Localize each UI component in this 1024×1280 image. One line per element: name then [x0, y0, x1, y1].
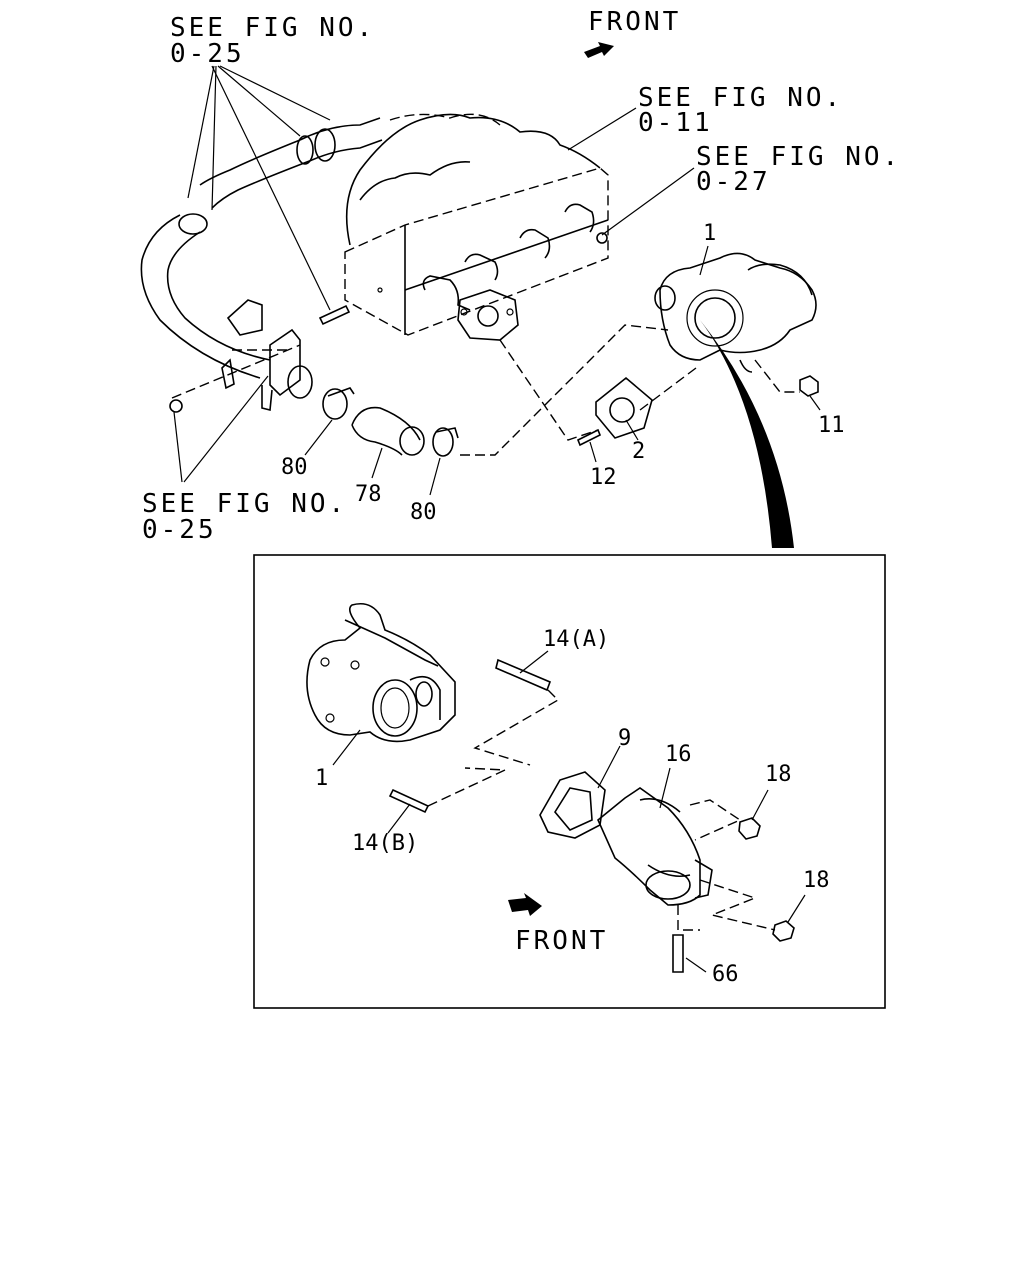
- ref-fig-0-25-bottom[interactable]: SEE FIG NO. 0-25: [142, 489, 347, 545]
- inset-centerline-lower-nut: [699, 879, 776, 931]
- front-arrow-icon: [584, 42, 614, 58]
- front-label-top: FRONT: [588, 7, 681, 37]
- detail-inset-frame: [253, 554, 886, 1009]
- gasket-9: [539, 771, 606, 839]
- gasket-2: [595, 376, 653, 439]
- exhaust-pipe-16: [597, 787, 713, 906]
- inset-centerline-upper: [473, 689, 560, 766]
- nut-18-upper: [738, 817, 761, 840]
- leader-80b: [429, 457, 441, 496]
- ref-fig-0-27[interactable]: SEE FIG NO. 0-27: [696, 142, 901, 197]
- nut-18-lower: [772, 920, 795, 942]
- leader-18-upper: [751, 789, 769, 821]
- part-number-80-left: 80: [281, 455, 308, 480]
- leader-11: [809, 395, 821, 411]
- front-arrow-inset-icon: [508, 893, 542, 916]
- connection-line-hose: [460, 324, 669, 456]
- stud-14b: [388, 788, 430, 814]
- leader-lines-0-25-top: [187, 65, 331, 311]
- part-number-16: 16: [665, 742, 692, 767]
- part-number-11: 11: [818, 413, 845, 438]
- leader-lines-0-25-bottom: [173, 375, 269, 483]
- part-number-14a: 14(A): [543, 627, 609, 652]
- leader-2: [625, 419, 639, 441]
- part-number-1-top: 1: [703, 221, 716, 246]
- leader-14b: [387, 803, 411, 834]
- part-number-18-upper: 18: [765, 762, 792, 787]
- svg-text:0-27: 0-27: [696, 167, 771, 197]
- svg-text:SEE FIG NO.: SEE FIG NO.: [170, 13, 375, 43]
- leader-9: [597, 745, 621, 789]
- part-number-78: 78: [355, 482, 382, 507]
- part-number-66: 66: [712, 962, 739, 987]
- stud-12: [576, 428, 602, 447]
- front-arrow-top: FRONT: [584, 7, 681, 58]
- svg-text:SEE FIG NO.: SEE FIG NO.: [696, 142, 901, 172]
- leader-1-inset: [332, 729, 361, 766]
- ref-fig-0-25-top[interactable]: SEE FIG NO. 0-25: [170, 13, 375, 69]
- leader-14a: [519, 650, 549, 674]
- stud-66: [672, 934, 684, 973]
- svg-text:0-25: 0-25: [170, 39, 245, 69]
- leader-1-top: [699, 245, 709, 276]
- leader-66: [685, 957, 707, 973]
- svg-text:0-11: 0-11: [638, 108, 713, 138]
- nut-11: [799, 375, 819, 397]
- hose-assembly: [322, 387, 459, 457]
- leader-78: [371, 447, 383, 479]
- intake-pipe: [140, 117, 383, 413]
- inset-centerline-66: [677, 905, 700, 931]
- part-number-14b: 14(B): [352, 831, 418, 856]
- svg-text:SEE FIG NO.: SEE FIG NO.: [142, 489, 347, 519]
- turbocharger-inset: [306, 602, 456, 743]
- leader-line-0-27: [601, 167, 695, 236]
- callout-pointer: [700, 320, 794, 548]
- leader-16: [659, 767, 671, 809]
- part-number-1-inset: 1: [315, 766, 328, 791]
- turbocharger-top: [654, 252, 817, 393]
- leader-80a: [304, 419, 333, 456]
- exhaust-manifold: [318, 113, 609, 341]
- inset-centerline-nut: [689, 799, 742, 841]
- leader-12: [589, 441, 597, 463]
- svg-text:SEE FIG NO.: SEE FIG NO.: [638, 83, 843, 113]
- stud-14a: [495, 658, 552, 692]
- connection-line-flange: [499, 339, 599, 441]
- front-label-inset: FRONT: [515, 926, 608, 956]
- part-number-18-lower: 18: [803, 868, 830, 893]
- part-number-9: 9: [618, 726, 631, 751]
- svg-text:0-25: 0-25: [142, 515, 217, 545]
- inset-centerline-lower: [427, 767, 506, 807]
- leader-line-0-11: [567, 107, 637, 151]
- ref-fig-0-11[interactable]: SEE FIG NO. 0-11: [638, 83, 843, 138]
- leader-18-lower: [787, 894, 806, 923]
- part-number-12: 12: [590, 465, 617, 490]
- part-number-2: 2: [632, 439, 645, 464]
- connection-line-gasket: [639, 364, 701, 411]
- part-number-80-right: 80: [410, 500, 437, 525]
